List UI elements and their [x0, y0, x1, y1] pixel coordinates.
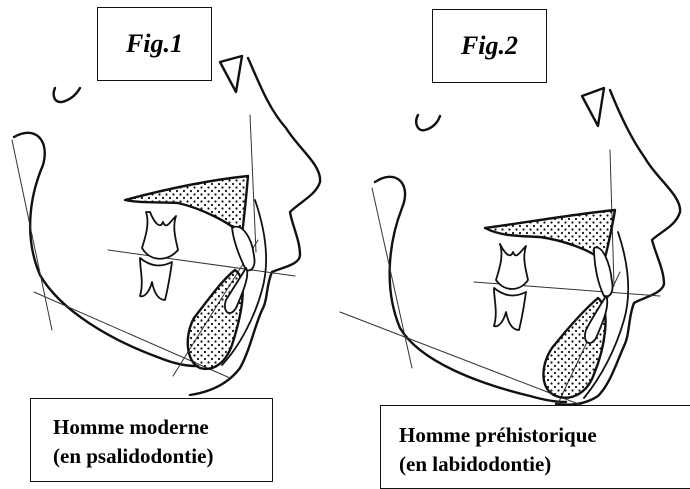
fig2-skull-profile [375, 88, 680, 405]
fig2-molars [494, 244, 528, 330]
fig2-lower-molar [494, 288, 526, 330]
fig2-label: Fig.2 [432, 9, 547, 83]
fig2-caption: Homme préhistorique (en labidodontie) [380, 405, 690, 489]
fig1-caption-line1: Homme moderne [53, 413, 272, 442]
fig1-label: Fig.1 [97, 7, 212, 81]
fig1-nasal-mark [54, 88, 80, 102]
fig2-caption-line1: Homme préhistorique [399, 421, 690, 450]
fig2-jaw-outline [375, 177, 566, 402]
fig1-caption-line2: (en psalidodontie) [53, 442, 272, 471]
fig2-nose-bone [582, 88, 604, 126]
fig2-nasal-mark [416, 115, 440, 130]
fig1-upper-molar [142, 212, 178, 259]
fig1-upper-incisor [232, 227, 255, 271]
fig1-molars [140, 212, 178, 300]
fig1-caption: Homme moderne (en psalidodontie) [30, 398, 273, 482]
fig2-upper-molar [496, 244, 528, 289]
fig1-maxilla [125, 176, 248, 235]
fig2-upper-incisor [594, 247, 613, 296]
fig1-lower-molar [140, 258, 172, 300]
fig1-nose-bone [220, 56, 242, 92]
fig2-caption-line2: (en labidodontie) [399, 450, 690, 479]
fig2-incisors [585, 247, 613, 343]
